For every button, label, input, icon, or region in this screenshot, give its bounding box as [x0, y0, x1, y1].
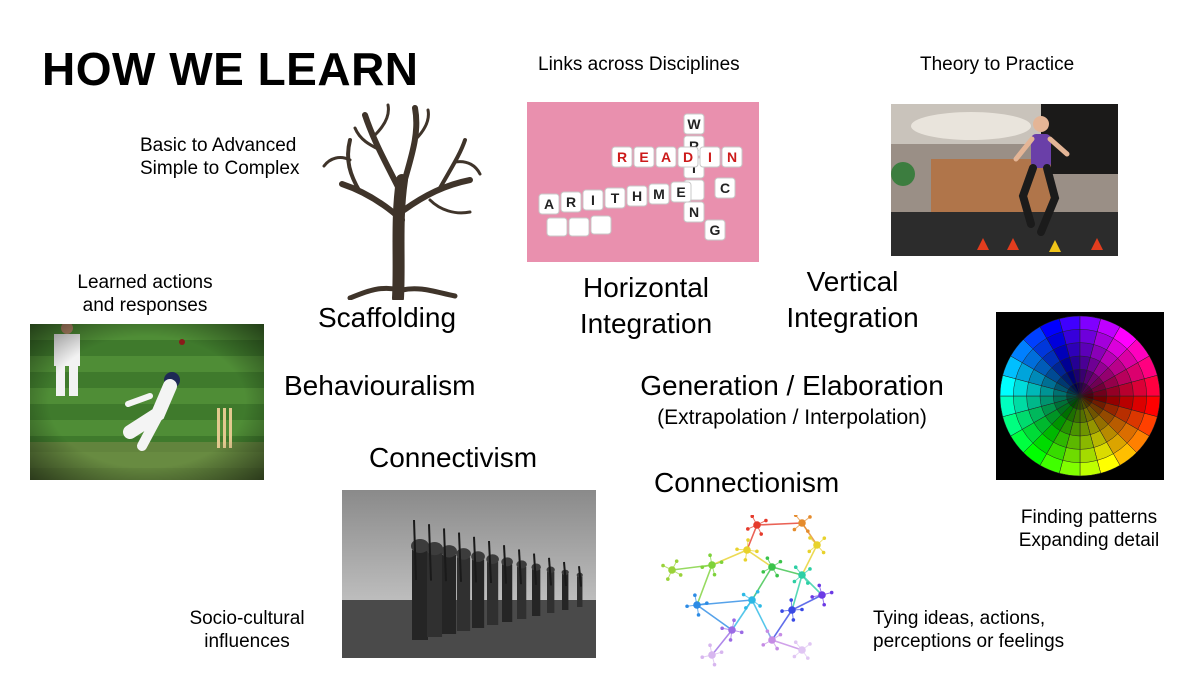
soldier-figure [516, 549, 527, 619]
caption-line: and responses [82, 295, 208, 316]
concept-extrapolation-interpolation: (Extrapolation / Interpolation) [657, 406, 927, 429]
caption-learned-actions: Learned actions and responses [60, 271, 230, 317]
svg-text:M: M [653, 186, 665, 202]
caption-links-across-disciplines: Links across Disciplines [538, 54, 740, 75]
network-graph-image [652, 515, 842, 667]
caption-line: Expanding detail [1018, 530, 1160, 551]
tree-icon [320, 100, 485, 300]
svg-text:N: N [727, 149, 737, 165]
concept-line: Horizontal [582, 272, 710, 303]
cricket-image [30, 324, 264, 480]
concept-scaffolding: Scaffolding [318, 302, 457, 333]
svg-text:I: I [708, 149, 712, 165]
soldier-figure [411, 519, 429, 640]
caption-line: Learned actions [77, 272, 213, 293]
caption-theory-to-practice: Theory to Practice [920, 54, 1075, 75]
soldier-figure [531, 553, 541, 616]
concept-line: Integration [786, 302, 919, 333]
svg-text:R: R [617, 149, 627, 165]
soldier-figure [501, 545, 513, 622]
soldier-figure [561, 561, 569, 610]
caption-tying-ideas: Tying ideas, actions, perceptions or fee… [873, 607, 1064, 653]
soldier-figure [546, 557, 555, 613]
color-wheel-image [996, 312, 1164, 480]
soldier-figure [441, 528, 457, 634]
svg-text:H: H [632, 188, 642, 204]
concept-behaviouralism: Behaviouralism [284, 370, 476, 401]
concept-vertical-integration: Vertical Integration [775, 264, 930, 336]
page-title: HOW WE LEARN [42, 43, 419, 95]
svg-text:C: C [720, 180, 730, 196]
svg-text:I: I [591, 192, 595, 208]
soldier-figure [471, 536, 485, 628]
svg-text:D: D [683, 149, 693, 165]
soldier-figure [576, 566, 583, 607]
caption-line: perceptions or feelings [873, 631, 1065, 652]
caption-line: influences [204, 631, 290, 652]
caption-line: Simple to Complex [140, 158, 300, 179]
marching-soldiers-image [342, 490, 596, 658]
concept-line: Integration [579, 308, 713, 339]
svg-text:I: I [692, 160, 696, 176]
gym-runner-image [891, 104, 1118, 256]
caption-line: Tying ideas, actions, [873, 608, 1046, 629]
caption-basic-to-advanced: Basic to Advanced Simple to Complex [140, 134, 299, 180]
concept-connectionism: Connectionism [654, 467, 840, 498]
svg-text:R: R [689, 138, 699, 154]
soldier-figure [486, 540, 499, 625]
caption-socio-cultural: Socio-cultural influences [176, 607, 318, 653]
svg-text:R: R [566, 194, 576, 210]
concept-generation-elaboration: Generation / Elaboration [640, 370, 944, 401]
svg-text:A: A [661, 149, 671, 165]
svg-text:W: W [687, 116, 701, 132]
concept-horizontal-integration: Horizontal Integration [566, 270, 726, 342]
svg-text:G: G [710, 222, 721, 238]
caption-finding-patterns: Finding patterns Expanding detail [1008, 506, 1170, 552]
svg-text:T: T [611, 190, 620, 206]
svg-text:E: E [639, 149, 648, 165]
caption-line: Basic to Advanced [140, 135, 297, 156]
caption-line: Socio-cultural [189, 608, 305, 629]
soldier-figure [426, 524, 443, 637]
soldier-figure [456, 532, 471, 631]
concept-connectivism: Connectivism [369, 442, 538, 473]
caption-line: Finding patterns [1020, 507, 1158, 528]
concept-line: Vertical [806, 266, 899, 297]
svg-text:A: A [544, 196, 554, 212]
svg-text:N: N [689, 204, 699, 220]
svg-text:E: E [676, 184, 685, 200]
